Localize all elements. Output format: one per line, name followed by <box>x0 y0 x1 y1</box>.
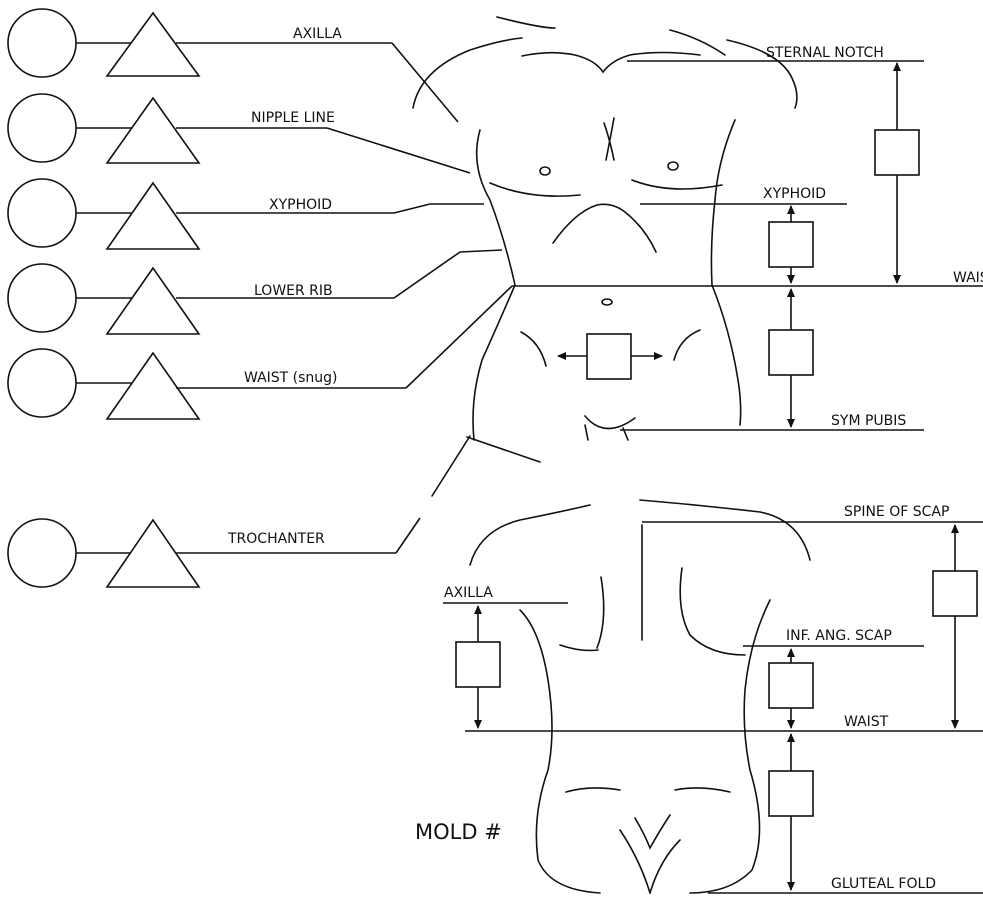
front-torso-outline <box>412 16 798 497</box>
triangle-field[interactable] <box>105 11 201 77</box>
measure-row-lower-rib: LOWER RIB <box>7 249 503 335</box>
circle-field[interactable] <box>7 8 77 78</box>
xyphoid-to-waist-measure <box>768 205 814 284</box>
inf-ang-to-waist-measure <box>768 648 814 729</box>
label-sym-pubis: SYM PUBIS <box>831 413 906 429</box>
axilla-to-waist-box[interactable] <box>455 641 501 688</box>
triangle-field[interactable] <box>105 181 201 250</box>
circle-field[interactable] <box>7 178 77 248</box>
sternal-to-waist-box[interactable] <box>874 129 920 176</box>
circle-field[interactable] <box>7 263 77 333</box>
label-xyphoid: XYPHOID <box>269 197 332 213</box>
xyphoid-to-waist-box[interactable] <box>768 221 814 268</box>
label-axilla: AXILLA <box>293 26 342 42</box>
label-sternal-notch: STERNAL NOTCH <box>766 45 884 61</box>
scap-to-waist-box[interactable] <box>932 570 978 617</box>
label-inf-ang-scap: INF. ANG. SCAP <box>786 628 892 644</box>
scap-to-waist-measure <box>932 524 978 729</box>
label-xyphoid-front: XYPHOID <box>763 186 826 202</box>
circle-field[interactable] <box>7 93 77 163</box>
front-width-box[interactable] <box>586 333 632 380</box>
waist-to-pubis-measure <box>768 288 814 428</box>
measure-row-xyphoid: XYPHOID <box>7 178 484 250</box>
label-trochanter: TROCHANTER <box>227 531 325 547</box>
label-lower-rib: LOWER RIB <box>254 283 333 299</box>
waist-to-gluteal-measure <box>768 733 814 891</box>
measure-row-axilla: AXILLA <box>7 8 459 123</box>
axilla-to-waist-measure <box>455 605 501 729</box>
label-waist-snug: WAIST (snug) <box>244 370 338 386</box>
label-gluteal-fold: GLUTEAL FOLD <box>831 876 936 892</box>
waist-to-gluteal-box[interactable] <box>768 770 814 817</box>
mold-number-label: MOLD # <box>415 820 502 844</box>
front-width-measure <box>557 333 663 380</box>
label-waist-back: WAIST <box>844 714 889 730</box>
measure-row-nipple-line: NIPPLE LINE <box>7 93 471 174</box>
label-axilla-back: AXILLA <box>444 585 493 601</box>
triangle-field[interactable] <box>105 351 201 420</box>
circle-field[interactable] <box>7 348 77 418</box>
back-torso-outline <box>469 499 811 894</box>
label-nipple-line: NIPPLE LINE <box>251 110 335 126</box>
waist-to-pubis-box[interactable] <box>768 329 814 376</box>
sternal-to-waist-measure <box>874 62 920 284</box>
triangle-field[interactable] <box>105 96 201 164</box>
measure-row-trochanter: TROCHANTER <box>7 517 421 588</box>
triangle-field[interactable] <box>105 266 201 335</box>
circle-field[interactable] <box>7 518 77 588</box>
label-waist-front: WAIST <box>953 270 983 286</box>
label-spine-of-scap: SPINE OF SCAP <box>844 504 949 520</box>
measure-row-waist: WAIST (snug) <box>7 285 513 420</box>
inf-ang-to-waist-box[interactable] <box>768 662 814 709</box>
